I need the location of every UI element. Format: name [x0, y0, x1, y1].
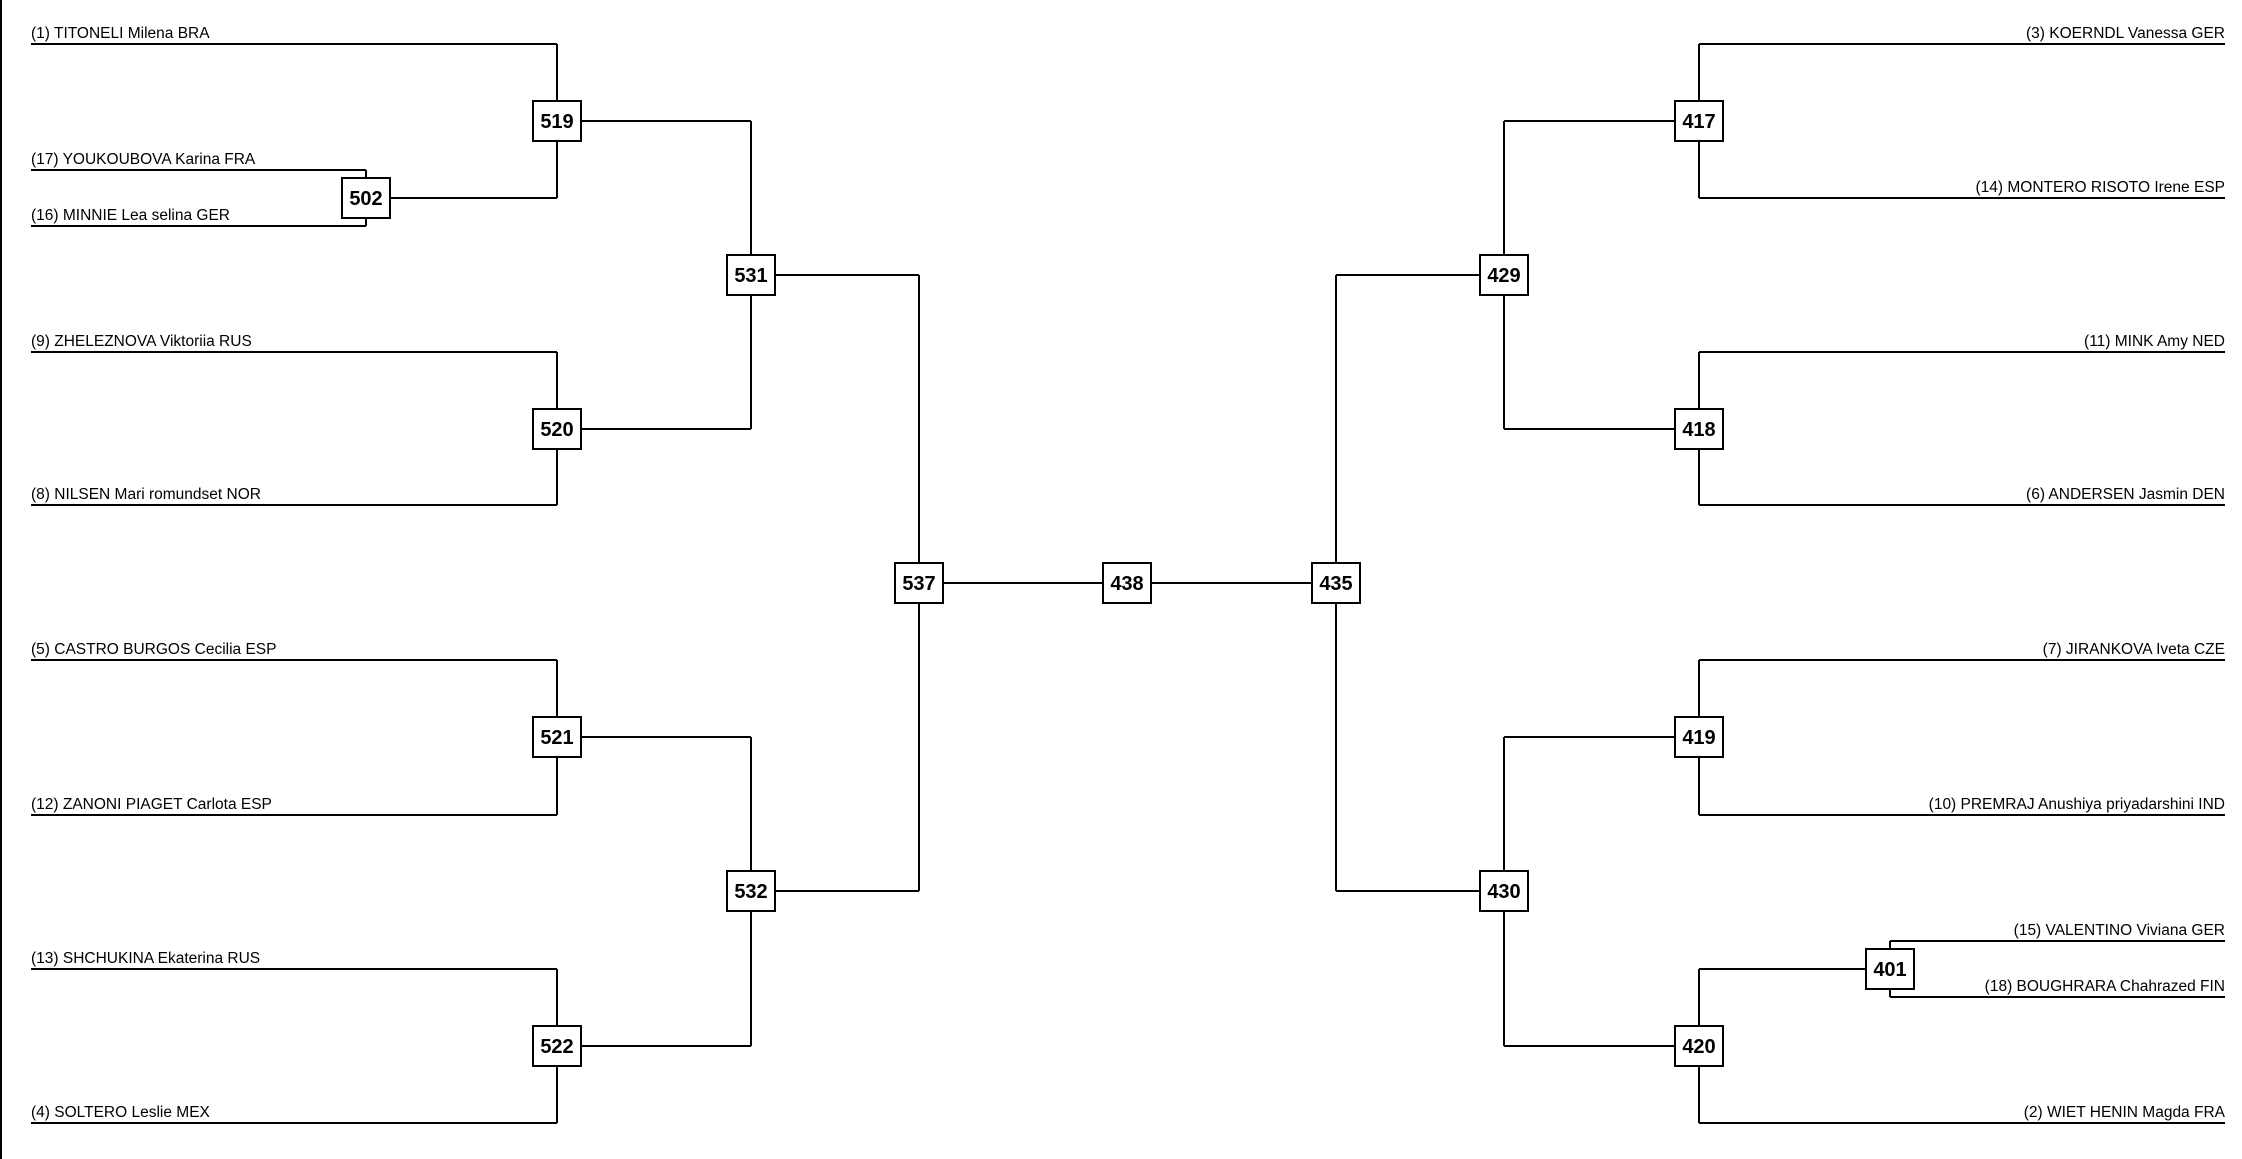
player-name-p16: (16) MINNIE Lea selina GER: [31, 207, 230, 224]
match-418: 418: [1674, 408, 1724, 450]
match-number-520: 520: [540, 419, 573, 441]
match-521: 521: [532, 716, 582, 758]
match-429: 429: [1479, 254, 1529, 296]
match-box-438: [1102, 562, 1152, 604]
match-520: 520: [532, 408, 582, 450]
match-number-537: 537: [902, 573, 935, 595]
match-537: 537: [894, 562, 944, 604]
match-502: 502: [341, 177, 391, 219]
match-box-418: [1674, 408, 1724, 450]
player-name-p15: (15) VALENTINO Viviana GER: [2014, 922, 2225, 939]
match-435: 435: [1311, 562, 1361, 604]
match-box-417: [1674, 100, 1724, 142]
player-name-p13: (13) SHCHUKINA Ekaterina RUS: [31, 950, 260, 967]
match-box-435: [1311, 562, 1361, 604]
match-519: 519: [532, 100, 582, 142]
player-name-p4: (4) SOLTERO Leslie MEX: [31, 1104, 211, 1121]
match-number-430: 430: [1487, 881, 1520, 903]
match-box-419: [1674, 716, 1724, 758]
player-name-p3: (3) KOERNDL Vanessa GER: [2026, 25, 2225, 42]
player-name-p11: (11) MINK Amy NED: [2084, 333, 2225, 350]
match-number-519: 519: [540, 111, 573, 133]
player-name-p6: (6) ANDERSEN Jasmin DEN: [2026, 486, 2225, 503]
match-box-519: [532, 100, 582, 142]
player-labels: (1) TITONELI Milena BRA (17) YOUKOUBOVA K…: [31, 25, 2226, 1121]
match-number-420: 420: [1682, 1036, 1715, 1058]
match-number-522: 522: [540, 1036, 573, 1058]
match-boxes: 502 519 520 521 522 531 532 537 401 417 418 419 420 4…: [341, 100, 1915, 1067]
match-number-532: 532: [734, 881, 767, 903]
match-box-522: [532, 1025, 582, 1067]
match-number-521: 521: [540, 727, 573, 749]
match-number-502: 502: [349, 188, 382, 210]
match-number-531: 531: [734, 265, 767, 287]
match-box-429: [1479, 254, 1529, 296]
player-name-p7: (7) JIRANKOVA Iveta CZE: [2043, 641, 2225, 658]
player-name-p12: (12) ZANONI PIAGET Carlota ESP: [31, 796, 272, 813]
match-number-429: 429: [1487, 265, 1520, 287]
match-number-417: 417: [1682, 111, 1715, 133]
match-number-419: 419: [1682, 727, 1715, 749]
player-name-p10: (10) PREMRAJ Anushiya priyadarshini IND: [1929, 796, 2225, 813]
match-number-401: 401: [1873, 959, 1906, 981]
match-box-531: [726, 254, 776, 296]
match-531: 531: [726, 254, 776, 296]
match-417: 417: [1674, 100, 1724, 142]
player-name-p8: (8) NILSEN Mari romundset NOR: [31, 486, 261, 503]
match-430: 430: [1479, 870, 1529, 912]
player-name-p17: (17) YOUKOUBOVA Karina FRA: [31, 151, 256, 168]
player-name-p9: (9) ZHELEZNOVA Viktoriia RUS: [31, 333, 252, 350]
match-box-430: [1479, 870, 1529, 912]
player-name-p1: (1) TITONELI Milena BRA: [31, 25, 210, 42]
match-number-418: 418: [1682, 419, 1715, 441]
match-number-435: 435: [1319, 573, 1352, 595]
match-420: 420: [1674, 1025, 1724, 1067]
match-401: 401: [1865, 948, 1915, 990]
match-box-520: [532, 408, 582, 450]
match-box-502: [341, 177, 391, 219]
player-name-p2: (2) WIET HENIN Magda FRA: [2024, 1104, 2226, 1121]
match-box-532: [726, 870, 776, 912]
match-box-521: [532, 716, 582, 758]
match-number-438: 438: [1110, 573, 1143, 595]
player-name-p5: (5) CASTRO BURGOS Cecilia ESP: [31, 641, 276, 658]
match-box-537: [894, 562, 944, 604]
match-box-420: [1674, 1025, 1724, 1067]
match-522: 522: [532, 1025, 582, 1067]
match-419: 419: [1674, 716, 1724, 758]
match-438: 438: [1102, 562, 1152, 604]
match-532: 532: [726, 870, 776, 912]
match-box-401: [1865, 948, 1915, 990]
player-name-p18: (18) BOUGHRARA Chahrazed FIN: [1985, 978, 2225, 995]
player-name-p14: (14) MONTERO RISOTO Irene ESP: [1976, 179, 2226, 196]
